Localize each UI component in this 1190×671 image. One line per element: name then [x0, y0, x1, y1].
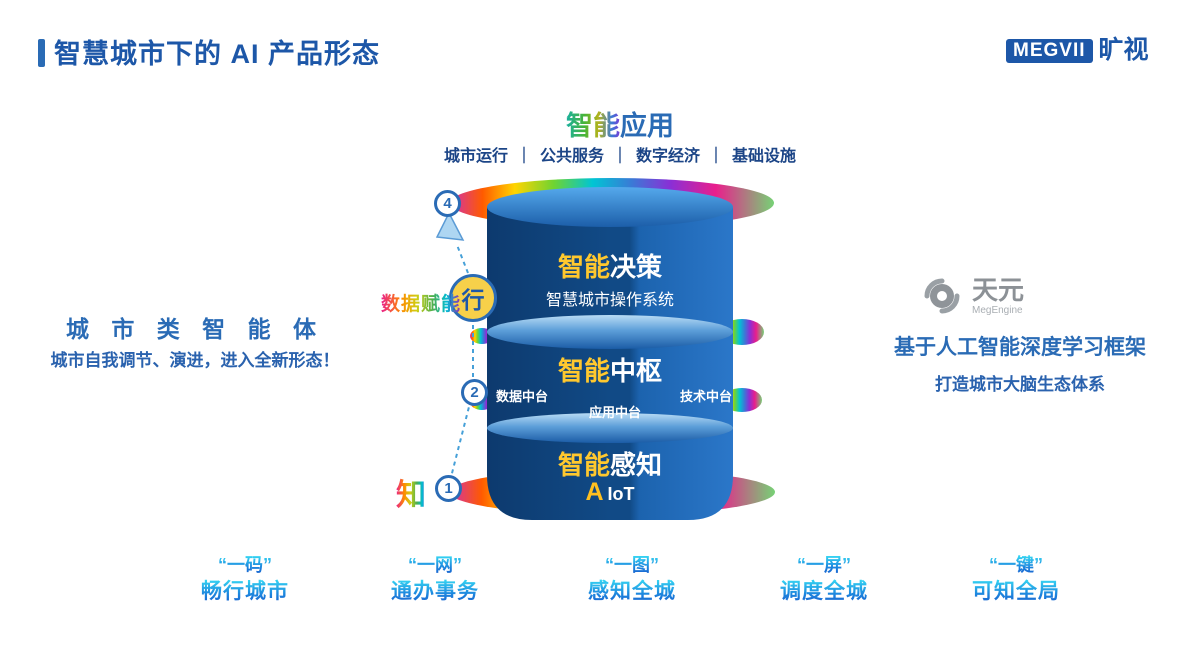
aiot-iot: IoT [607, 484, 635, 504]
layer-perception-title: 智能感知 [487, 445, 733, 482]
footer-quote: “一屏” [739, 554, 909, 577]
page-title: 智慧城市下的 AI 产品形态 [54, 39, 381, 69]
layer-decision-rest: 决策 [610, 252, 663, 282]
aiot-a: A [585, 478, 604, 506]
category-public-service: 公共服务 [539, 148, 604, 165]
category-city-operation: 城市运行 [443, 148, 508, 165]
platform-data: 数据中台 [496, 389, 549, 404]
megvii-logo-cn: 旷视 [1098, 36, 1149, 64]
category-infrastructure: 基础设施 [732, 148, 797, 165]
megengine-swirl-icon [924, 278, 960, 314]
flow-step-4: 4 [434, 190, 461, 217]
know-label: 知 [396, 470, 428, 514]
left-panel-title: 城 市 类 智 能 体 [66, 316, 324, 342]
footer-item-code: “一码” 畅行城市 [160, 554, 330, 607]
flow-step-2: 2 [461, 379, 488, 406]
footer-label: 畅行城市 [160, 577, 330, 606]
layer-decision-prefix: 智能 [557, 252, 610, 282]
left-panel-subtitle: 城市自我调节、演进，进入全新形态！ [50, 351, 340, 370]
megengine-logo: 天元 MegEngine [920, 274, 1100, 318]
data-empowerment-label: 数据赋能 [381, 289, 461, 316]
cylinder-graphic [435, 178, 775, 520]
footer-item-map: “一图” 感知全城 [547, 554, 717, 607]
footer-label: 感知全城 [547, 577, 717, 606]
footer-item-net: “一网” 通办事务 [350, 554, 520, 607]
layer-decision-title: 智能决策 [487, 247, 733, 284]
cylinder-body [487, 207, 733, 520]
layer-decision-subtitle: 智慧城市操作系统 [545, 292, 674, 309]
footer-quote: “一网” [350, 554, 520, 577]
megengine-name-cn: 天元 [972, 274, 1025, 305]
layer-hub-rest: 中枢 [610, 356, 663, 386]
category-separator: ｜ [708, 148, 725, 165]
layer-seam [487, 413, 733, 443]
right-panel-line2: 打造城市大脑生态体系 [935, 375, 1105, 394]
flow-dashed-line [449, 244, 474, 482]
layer-perception-prefix: 智能 [557, 450, 610, 480]
category-digital-economy: 数字经济 [636, 148, 701, 165]
megvii-logo-box: MEGVII [1006, 38, 1093, 63]
footer-quote: “一图” [547, 554, 717, 577]
footer-quote: “一键” [931, 554, 1101, 577]
layer-perception-rest: 感知 [610, 450, 663, 480]
apps-title: 智能应用 [440, 104, 800, 143]
apps-title-rest: 应用 [620, 111, 674, 141]
footer-label: 调度全城 [739, 577, 909, 606]
megengine-name-en: MegEngine [972, 304, 1023, 316]
megvii-logo: MEGVII 旷视 [1006, 38, 1149, 63]
apps-title-prefix: 智能 [566, 111, 620, 141]
title-accent-bar [38, 39, 45, 67]
footer-label: 可知全局 [931, 577, 1101, 606]
apps-categories: 城市运行 ｜ 公共服务 ｜ 数字经济 ｜ 基础设施 [380, 142, 860, 166]
footer-item-key: “一键” 可知全局 [931, 554, 1101, 607]
layer-hub-title: 智能中枢 [487, 351, 733, 388]
footer-label: 通办事务 [350, 577, 520, 606]
category-separator: ｜ [515, 148, 532, 165]
flow-step-1: 1 [435, 475, 462, 502]
up-arrow-icon [435, 211, 465, 241]
cylinder-top [487, 187, 733, 227]
category-separator: ｜ [611, 148, 628, 165]
footer-item-screen: “一屏” 调度全城 [739, 554, 909, 607]
footer-quote: “一码” [160, 554, 330, 577]
platform-technology: 技术中台 [680, 389, 733, 404]
right-panel-line1: 基于人工智能深度学习框架 [894, 336, 1146, 359]
flow-action-circle: 行 [449, 274, 497, 322]
layer-seam [487, 315, 733, 349]
layer-hub-prefix: 智能 [557, 356, 610, 386]
platform-application: 应用中台 [589, 405, 642, 420]
